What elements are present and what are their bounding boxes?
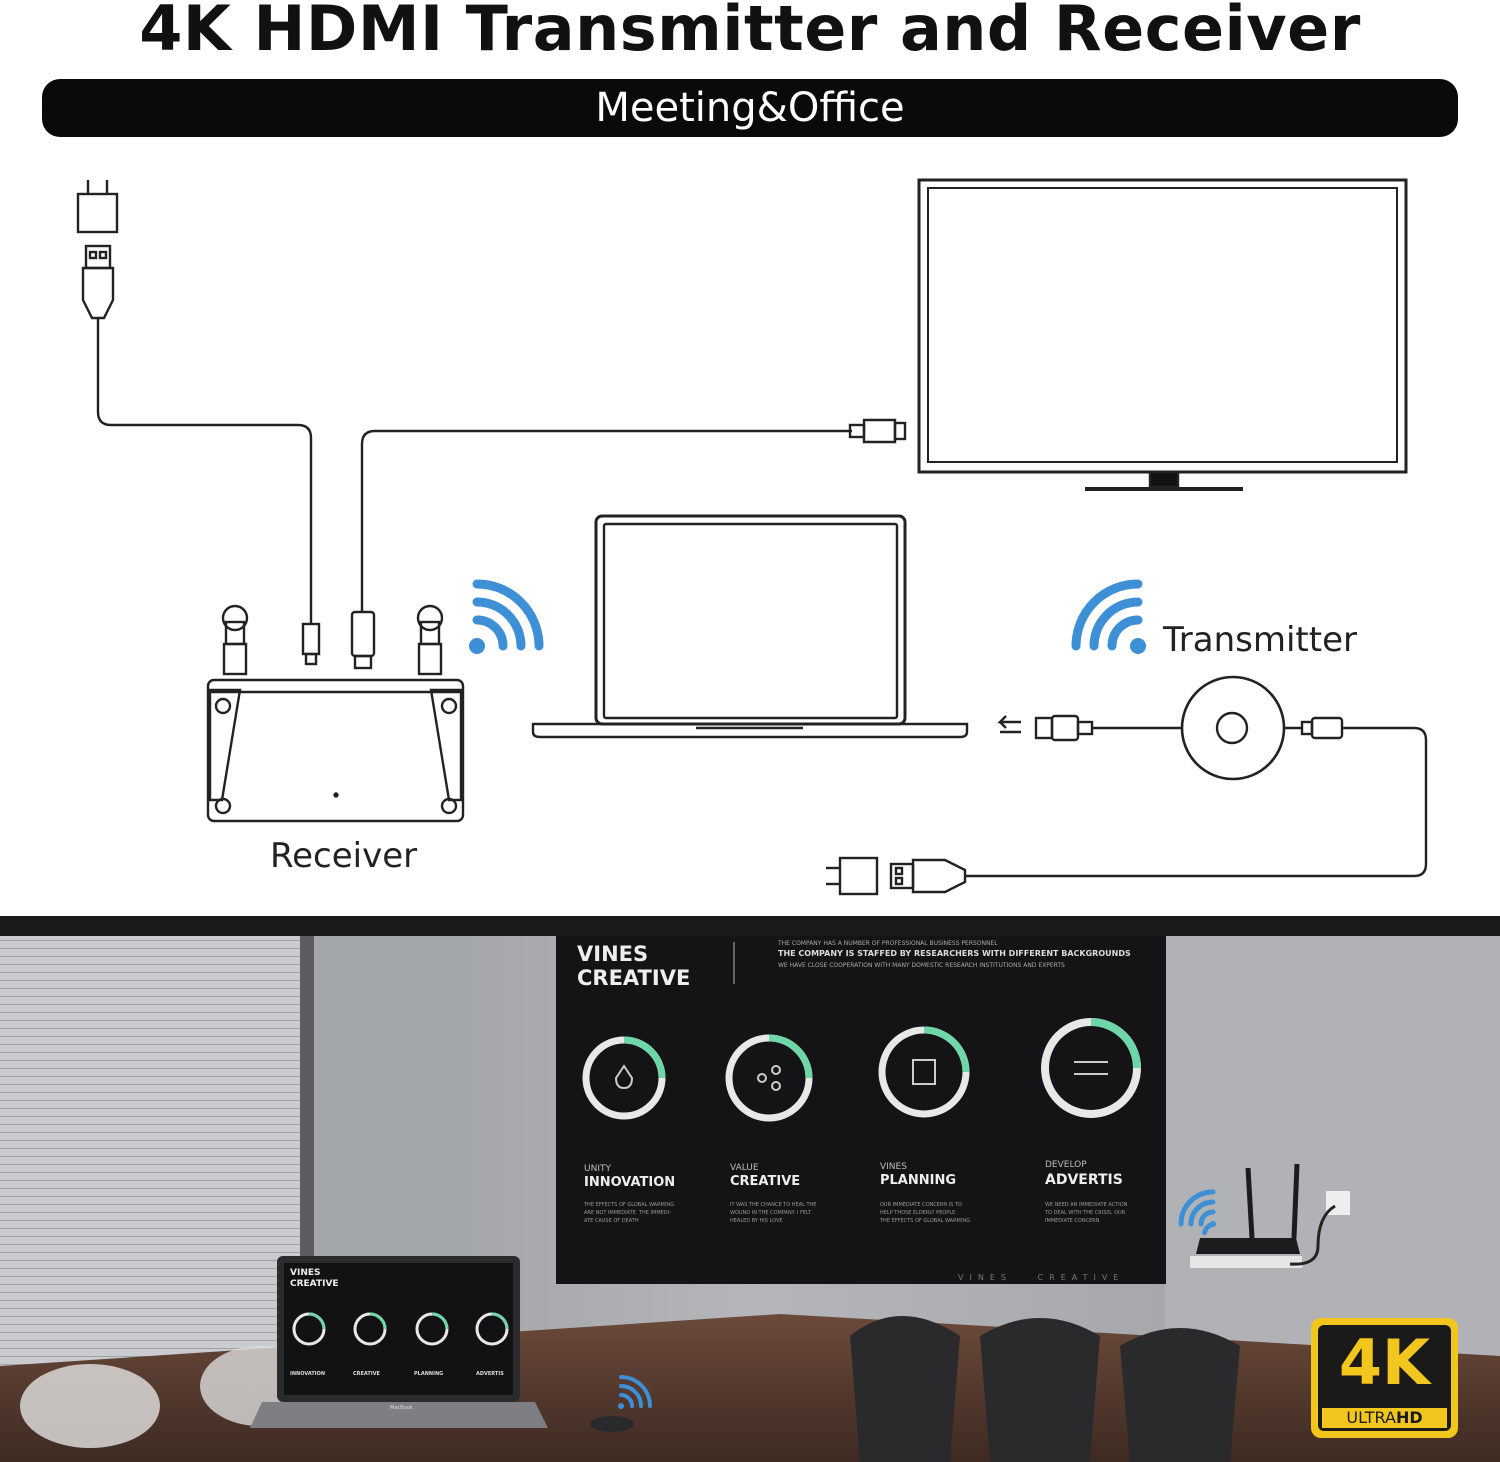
receiver-label: Receiver bbox=[270, 836, 418, 876]
transmitter-cable-icon bbox=[965, 675, 1428, 878]
photo-transmitter bbox=[590, 1416, 634, 1432]
hdmi-plug-icon bbox=[848, 418, 907, 444]
tv-item-desc-2b: WOUND IN THE COMPANY. I FELT bbox=[730, 1210, 812, 1216]
tv-item-small-3: VINES bbox=[880, 1162, 907, 1172]
tv-item-small-2: VALUE bbox=[730, 1163, 759, 1173]
connection-diagram bbox=[76, 178, 1428, 896]
tv-brand-line2: CREATIVE bbox=[577, 966, 691, 990]
tv-item-desc-1c: ATE CAUSE OF DEATH bbox=[584, 1218, 639, 1224]
tv-item-desc-3a: OUR IMMEDIATE CONCERN IS TO bbox=[880, 1202, 962, 1208]
page-title: 4K HDMI Transmitter and Receiver bbox=[139, 0, 1361, 65]
power-adapter-icon bbox=[76, 180, 119, 234]
tv-item-desc-3c: THE EFFECTS OF GLOBAL WARMING bbox=[880, 1218, 970, 1224]
tv-item-desc-2a: IT WAS THE CHANCE TO HEAL THE bbox=[730, 1202, 817, 1208]
laptop-item-1: INNOVATION bbox=[290, 1371, 326, 1377]
wifi-icon-transmitter bbox=[1071, 579, 1146, 654]
tv-item-small-1: UNITY bbox=[584, 1164, 611, 1174]
photo-router bbox=[1190, 1163, 1350, 1268]
badge-hd-text: HD bbox=[1395, 1408, 1423, 1427]
laptop-item-3: PLANNING bbox=[414, 1371, 444, 1377]
tv-item-desc-4a: WE NEED AN IMMEDIATE ACTION bbox=[1045, 1202, 1128, 1208]
wifi-icon-receiver bbox=[469, 579, 544, 654]
transmitter-label: Transmitter bbox=[1163, 620, 1357, 660]
tv-item-big-1: INNOVATION bbox=[584, 1175, 676, 1190]
tv-item-desc-4b: TO DEAL WITH THE CRISIS. OUR bbox=[1045, 1210, 1126, 1216]
laptop-item-4: ADVERTIS bbox=[476, 1371, 504, 1377]
tv-item-big-4: ADVERTIS bbox=[1045, 1172, 1123, 1188]
badge-ultra-text: ULTRA bbox=[1346, 1408, 1396, 1427]
tv-item-desc-1a: THE EFFECTS OF GLOBAL WARMING bbox=[584, 1202, 674, 1208]
tv-item-big-2: CREATIVE bbox=[730, 1174, 801, 1189]
badge-ultrahd-text: ULTRAHD bbox=[1322, 1409, 1447, 1427]
tv-item-desc-4c: IMMEDIATE CONCERN bbox=[1045, 1218, 1100, 1224]
receiver-device-icon bbox=[206, 604, 465, 823]
tv-item-big-3: PLANNING bbox=[880, 1173, 957, 1188]
tv-footer: VINES CREATIVE bbox=[958, 1273, 1125, 1282]
banner-label: Meeting&Office bbox=[595, 85, 905, 131]
laptop-icon bbox=[531, 514, 969, 739]
photo-wifi-icon-router bbox=[1178, 1189, 1216, 1235]
laptop-brand-line2: CREATIVE bbox=[290, 1279, 339, 1289]
photo-wifi-icon-laptop bbox=[618, 1375, 652, 1409]
laptop-item-2: CREATIVE bbox=[353, 1371, 380, 1377]
tv-icon bbox=[917, 178, 1408, 491]
tv-icon-circles bbox=[582, 1018, 1141, 1122]
laptop-brand-name: MacBook bbox=[390, 1405, 413, 1411]
laptop-brand-line1: VINES bbox=[290, 1268, 321, 1278]
4k-ultrahd-badge bbox=[1311, 1318, 1458, 1438]
power-adapter-bottom-icon bbox=[826, 856, 967, 896]
tv-item-desc-3b: HELP THOSE ELDERLY PEOPLE. bbox=[880, 1210, 957, 1216]
tv-item-desc-1b: ARE NOT IMMEDIATE. THE IMMEDI- bbox=[584, 1210, 671, 1216]
usb-plug-icon bbox=[81, 244, 115, 320]
tv-intro-line2: THE COMPANY IS STAFFED BY RESEARCHERS WI… bbox=[778, 949, 1131, 958]
photo-laptop bbox=[250, 1256, 548, 1428]
tv-intro-line3: WE HAVE CLOSE COOPERATION WITH MANY DOME… bbox=[778, 962, 1065, 969]
tv-item-small-4: DEVELOP bbox=[1045, 1160, 1087, 1170]
banner: Meeting&Office bbox=[42, 79, 1458, 137]
badge-4k-text: 4K bbox=[1338, 1326, 1431, 1399]
meeting-room-photo: VINES CREATIVE THE COMPANY HAS A NUMBER … bbox=[0, 916, 1500, 1462]
tv-brand-line1: VINES bbox=[577, 942, 649, 966]
tv-item-desc-2c: HEALED BY HIS LOVE bbox=[730, 1218, 783, 1224]
tv-intro-line1: THE COMPANY HAS A NUMBER OF PROFESSIONAL… bbox=[778, 940, 998, 947]
